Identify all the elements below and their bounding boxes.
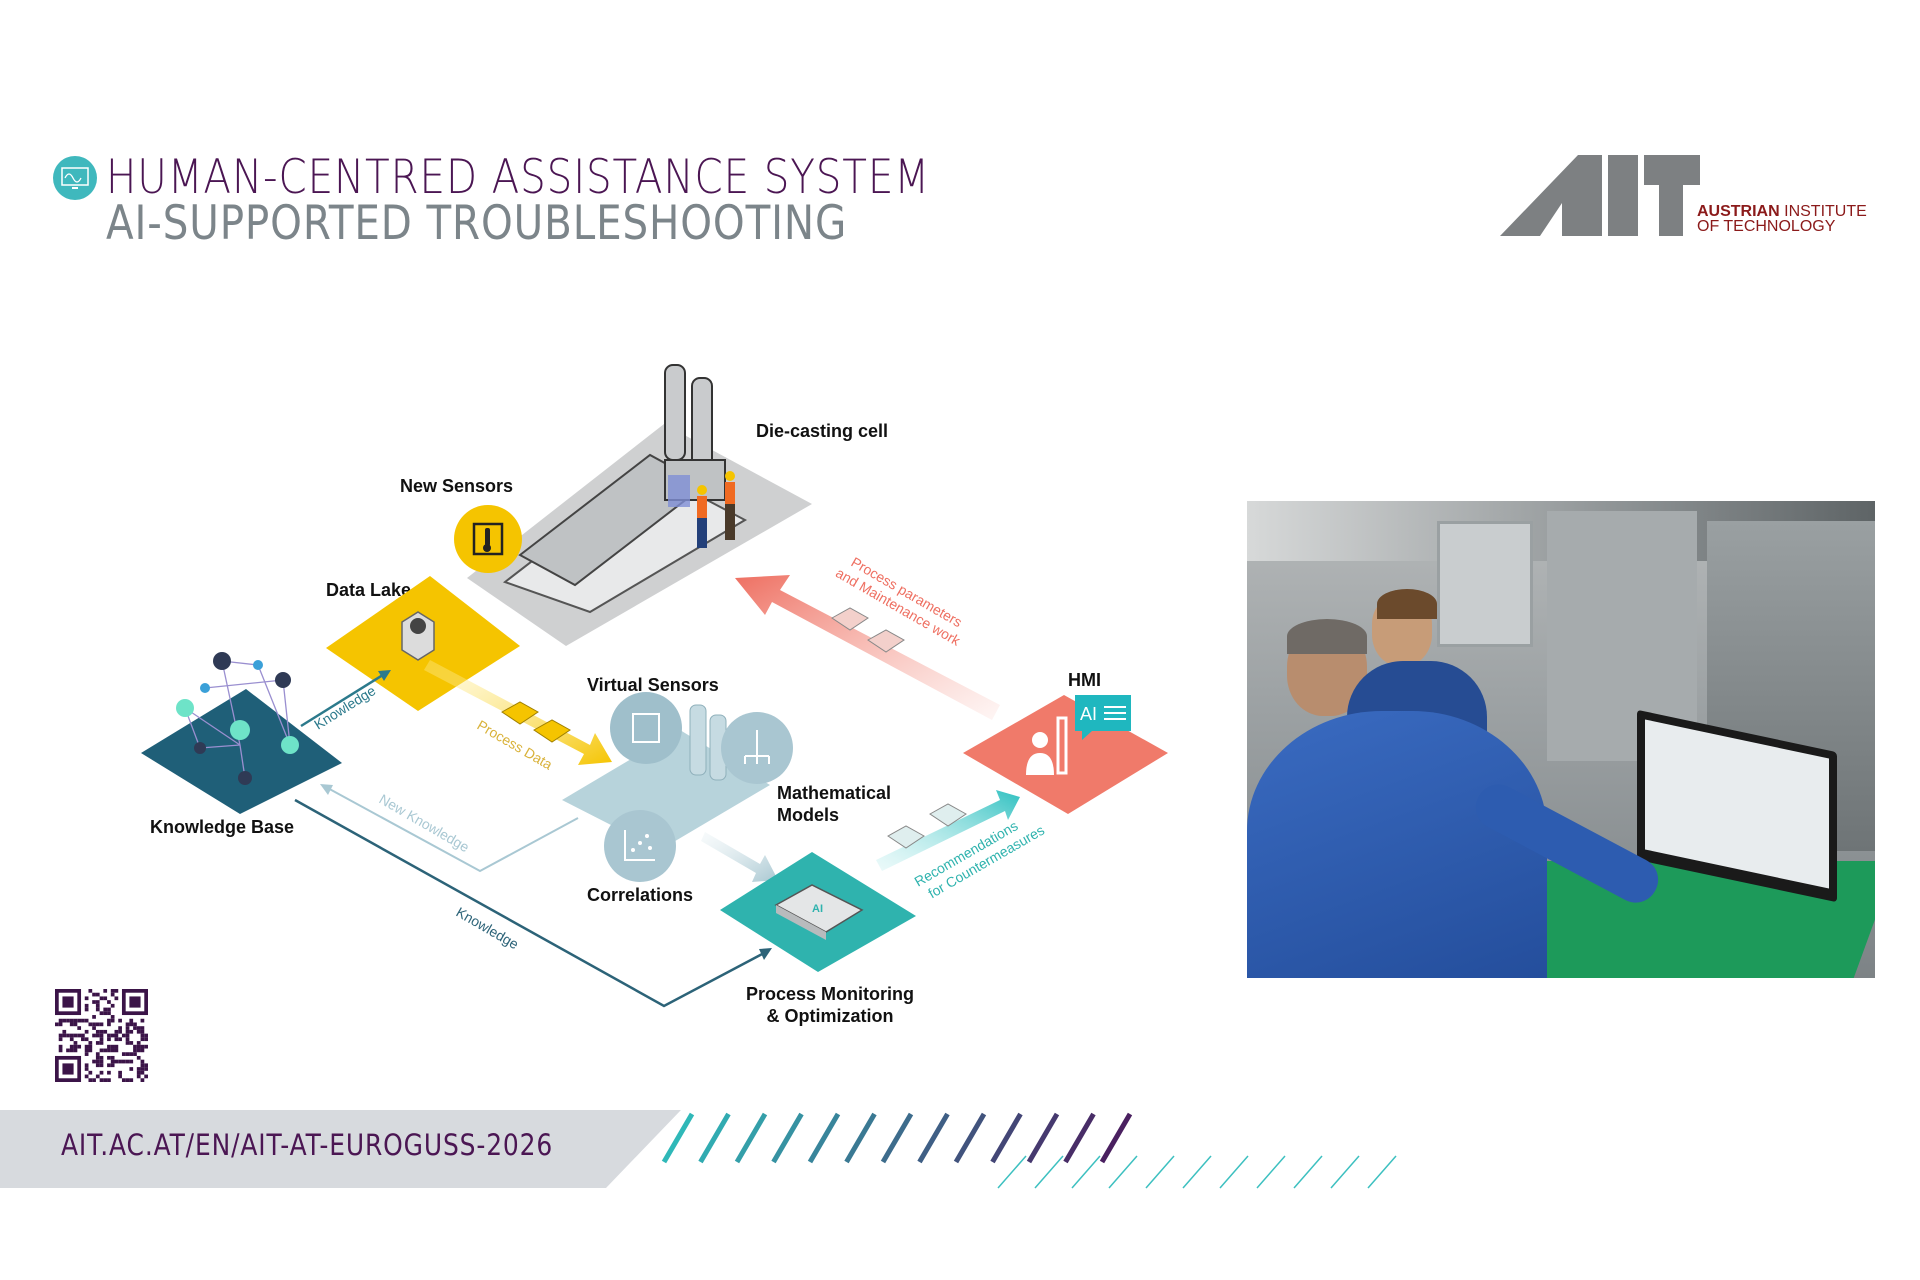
stripe-thin xyxy=(1293,1155,1323,1189)
stripe-thin xyxy=(1034,1155,1064,1189)
qr-code[interactable] xyxy=(55,989,148,1082)
label-hmi: HMI xyxy=(1068,670,1101,690)
arrow-process-parameters xyxy=(735,575,1000,720)
arrow-knowledge-bottom xyxy=(294,798,767,1008)
stripe xyxy=(1099,1112,1133,1164)
arrow-recommendations xyxy=(876,790,1020,871)
label-optimization: & Optimization xyxy=(767,1006,894,1026)
stripe xyxy=(953,1112,987,1164)
page-title: HUMAN-CENTRED ASSISTANCE SYSTEM xyxy=(106,150,930,205)
stripe xyxy=(734,1112,768,1164)
stripe xyxy=(807,1112,841,1164)
knowledge-network-icon xyxy=(176,652,299,785)
stripe xyxy=(844,1112,877,1164)
recommendation-chip-icon xyxy=(887,803,967,849)
page-subtitle: AI-SUPPORTED TROUBLESHOOTING xyxy=(106,196,848,251)
worker-figure xyxy=(697,471,735,548)
label-knowledge-bottom: Knowledge xyxy=(454,904,522,953)
label-process-monitoring: Process Monitoring xyxy=(746,984,914,1004)
stripe-thin xyxy=(1367,1155,1397,1189)
stripe-thin xyxy=(1071,1155,1101,1189)
label-knowledge-top: Knowledge xyxy=(311,682,378,732)
stripe xyxy=(990,1112,1023,1164)
stripe xyxy=(1063,1112,1096,1164)
svg-text:AI: AI xyxy=(812,903,823,915)
stripe xyxy=(698,1112,731,1164)
monitor-icon xyxy=(53,156,97,200)
operator-at-screen-icon xyxy=(1026,716,1068,775)
stripe xyxy=(917,1112,950,1164)
correlations-icon xyxy=(604,810,676,882)
label-mathematical-models-2: Models xyxy=(777,805,839,825)
stripe xyxy=(1026,1112,1060,1164)
arrow-knowledge-top xyxy=(300,671,387,728)
label-data-lake: Data Lake xyxy=(326,580,411,600)
stripe-thin xyxy=(1330,1155,1360,1189)
label-virtual-sensors: Virtual Sensors xyxy=(587,675,719,695)
stripe xyxy=(880,1112,914,1164)
gear-chip-icon xyxy=(831,607,905,653)
ai-chat-badge-icon: AI xyxy=(1075,695,1131,740)
stripe-thin xyxy=(1182,1155,1212,1189)
stripe-thin xyxy=(1256,1155,1286,1189)
die-casting-cell xyxy=(467,364,812,646)
footer-band xyxy=(0,1110,1397,1189)
svg-text:AI: AI xyxy=(1080,704,1097,724)
stripe-thin xyxy=(1219,1155,1249,1189)
stripe-thin xyxy=(997,1155,1027,1189)
data-chip-icon xyxy=(501,701,571,743)
ait-logo xyxy=(1500,155,1700,236)
stripe xyxy=(771,1112,804,1164)
label-correlations: Correlations xyxy=(587,885,693,905)
photo-operators-at-workstation xyxy=(1247,501,1875,978)
virtual-sensor-icon xyxy=(610,692,682,764)
stripe xyxy=(661,1112,695,1164)
ai-chip-icon: AI xyxy=(774,884,864,940)
arrow-new-knowledge xyxy=(323,785,579,873)
stripe-thin xyxy=(1108,1155,1138,1189)
label-mathematical-models: Mathematical xyxy=(777,783,891,803)
database-hex-icon xyxy=(401,611,435,661)
footer-url-link[interactable]: AIT.AC.AT/EN/AIT-AT-EUROGUSS-2026 xyxy=(61,1128,554,1162)
stripe-thin xyxy=(1145,1155,1175,1189)
label-die-casting-cell: Die-casting cell xyxy=(756,421,888,441)
label-new-sensors: New Sensors xyxy=(400,476,513,496)
label-knowledge-base: Knowledge Base xyxy=(150,817,294,837)
arrow-to-process-monitoring xyxy=(701,832,778,882)
sensor-chip-icon xyxy=(454,505,522,573)
